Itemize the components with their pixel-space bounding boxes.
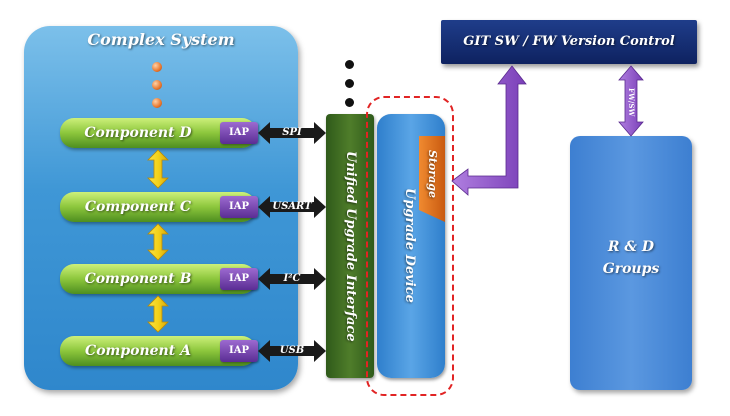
complex-system-title: Complex System xyxy=(87,30,235,49)
ellipsis-dot-2 xyxy=(152,80,162,90)
component-c-label: Component C xyxy=(84,199,192,215)
component-a-label: Component A xyxy=(85,343,191,359)
bus-arrow-usb xyxy=(258,340,326,362)
component-a-iap-badge: IAP xyxy=(220,340,258,362)
purple-arrow-storage-git xyxy=(451,65,527,196)
purple-arrow-git-rnd xyxy=(618,65,644,137)
yellow-arrow-d-c xyxy=(147,149,169,189)
component-b-iap-badge: IAP xyxy=(220,268,258,290)
rnd-groups-label: R & D Groups xyxy=(570,236,692,280)
unified-interface-label: Unified Upgrade Interface xyxy=(343,150,358,342)
bus-label-spi: SPI xyxy=(282,127,302,138)
ellipsis-dot-3 xyxy=(152,98,162,108)
yellow-arrow-b-a xyxy=(147,295,169,333)
component-d-label: Component D xyxy=(84,125,192,141)
ellipsis-black-dot-3 xyxy=(345,98,354,107)
rnd-groups-box xyxy=(570,136,692,390)
rnd-groups-line2: Groups xyxy=(602,261,660,277)
upgrade-device-highlight xyxy=(366,96,454,396)
storage-label: Storage xyxy=(426,150,439,198)
storage-block xyxy=(419,136,445,222)
bus-arrow-i2c xyxy=(258,268,326,290)
rnd-groups-line1: R & D xyxy=(607,239,655,255)
ellipsis-black-dot-1 xyxy=(345,60,354,69)
version-control-label: GIT SW / FW Version Control xyxy=(463,34,675,49)
ellipsis-dot-1 xyxy=(152,62,162,72)
bus-label-i2c: I²C xyxy=(283,273,301,284)
bus-arrow-spi xyxy=(258,122,326,144)
ellipsis-black-dot-2 xyxy=(345,79,354,88)
component-c-iap-badge: IAP xyxy=(220,196,258,218)
upgrade-device-label: Upgrade Device xyxy=(402,187,417,303)
bus-label-usart: USART xyxy=(272,201,312,212)
yellow-arrow-c-b xyxy=(147,223,169,261)
version-control-box xyxy=(441,20,697,64)
component-d-iap-badge: IAP xyxy=(220,122,258,144)
fw-sw-link-label: FW/SW xyxy=(627,87,636,117)
component-b-label: Component B xyxy=(84,271,192,287)
bus-arrow-usart xyxy=(258,196,326,218)
bus-label-usb: USB xyxy=(279,345,305,356)
